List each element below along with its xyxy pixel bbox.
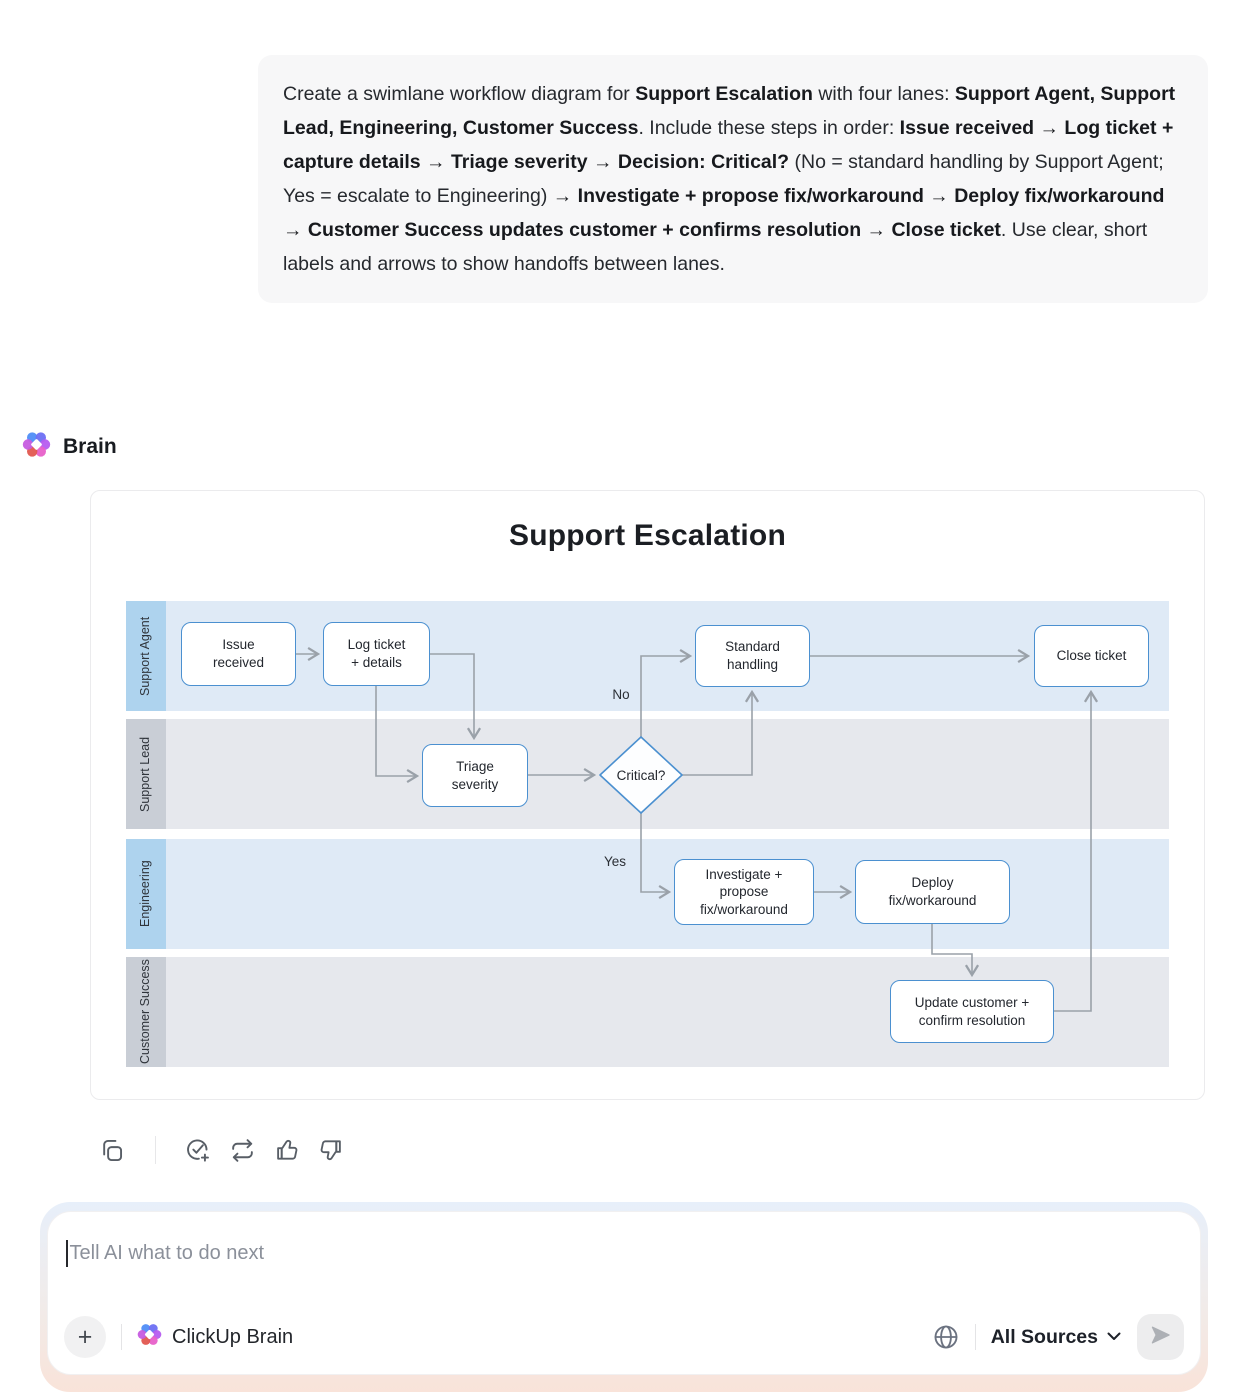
composer-input[interactable]: Tell AI what to do next — [66, 1240, 1182, 1267]
prompt-text-segment: . Use clear, short labels and arrows to … — [283, 219, 1148, 275]
flow-node-issue-received: Issue received — [181, 622, 296, 686]
clickup-brain-flower-icon — [22, 430, 51, 464]
flow-node-triage-severity: Triage severity — [422, 744, 528, 807]
send-icon — [1150, 1325, 1172, 1350]
model-label: ClickUp Brain — [172, 1325, 294, 1348]
flow-node-deploy: Deploy fix/workaround — [855, 860, 1010, 924]
text-caret — [66, 1240, 68, 1267]
prompt-text-segment: (No = standard handling by Support Agent… — [283, 151, 1164, 207]
prompt-text-segment: Issue received → Log ticket + capture de… — [283, 117, 1174, 173]
prompt-text-segment: . Include these steps in order: — [638, 117, 900, 139]
divider — [974, 1324, 976, 1350]
assistant-header: Brain — [22, 430, 117, 464]
composer-glow: Tell AI what to do next + — [40, 1202, 1208, 1392]
prompt-text-segment: → Investigate + propose fix/workaround →… — [283, 185, 1165, 241]
flow-node-standard-handling: Standard handling — [695, 625, 810, 687]
add-attachment-button[interactable]: + — [64, 1316, 106, 1358]
edge-label-yes: Yes — [603, 854, 627, 869]
prompt-text-segment: Support Escalation — [635, 83, 813, 105]
sources-label: All Sources — [990, 1325, 1098, 1348]
send-button[interactable] — [1137, 1314, 1184, 1360]
prompt-text-segment: with four lanes: — [812, 83, 955, 105]
composer-placeholder: Tell AI what to do next — [69, 1242, 265, 1264]
lane-label-support-agent: Support Agent — [126, 601, 166, 711]
globe-icon[interactable] — [932, 1323, 960, 1351]
model-selector[interactable]: ClickUp Brain — [137, 1322, 293, 1352]
composer: Tell AI what to do next + — [47, 1211, 1201, 1375]
assistant-name: Brain — [63, 435, 117, 458]
lane-body-engineering — [166, 839, 1169, 949]
regenerate-icon[interactable] — [229, 1137, 256, 1164]
lane-label-customer-success: Customer Success — [126, 957, 166, 1067]
flow-node-investigate: Investigate + propose fix/workaround — [674, 859, 814, 925]
plus-icon: + — [77, 1322, 93, 1351]
lane-body-support-agent — [166, 601, 1169, 711]
flow-node-log-ticket: Log ticket + details — [323, 622, 430, 686]
thumbs-up-icon[interactable] — [274, 1137, 300, 1163]
edge-label-no: No — [612, 687, 630, 702]
chevron-down-icon — [1107, 1328, 1121, 1346]
copy-icon[interactable] — [98, 1137, 125, 1164]
lane-label-engineering: Engineering — [126, 839, 166, 949]
user-message-bubble: Create a swimlane workflow diagram for S… — [258, 55, 1208, 303]
sources-dropdown[interactable]: All Sources — [991, 1326, 1121, 1349]
clickup-brain-flower-icon — [137, 1322, 162, 1352]
divider — [155, 1136, 156, 1164]
add-task-check-icon[interactable] — [184, 1137, 211, 1164]
thumbs-down-icon[interactable] — [318, 1137, 344, 1163]
flow-node-critical-decision: Critical? — [616, 767, 666, 783]
lane-label-support-lead: Support Lead — [126, 719, 166, 829]
divider — [121, 1324, 122, 1350]
prompt-text-segment: Create a swimlane workflow diagram for — [283, 83, 636, 105]
composer-toolbar: + ClickUp — [64, 1314, 1184, 1360]
diagram-card: Support Escalation Support Agent Support… — [90, 490, 1205, 1100]
diagram-title: Support Escalation — [509, 519, 786, 552]
flow-node-update-customer: Update customer + confirm resolution — [890, 980, 1054, 1043]
prompt-text-segment: Support Agent, Support Lead, Engineering… — [283, 83, 1176, 139]
response-actions — [98, 1136, 344, 1164]
flow-node-close-ticket: Close ticket — [1034, 625, 1149, 687]
